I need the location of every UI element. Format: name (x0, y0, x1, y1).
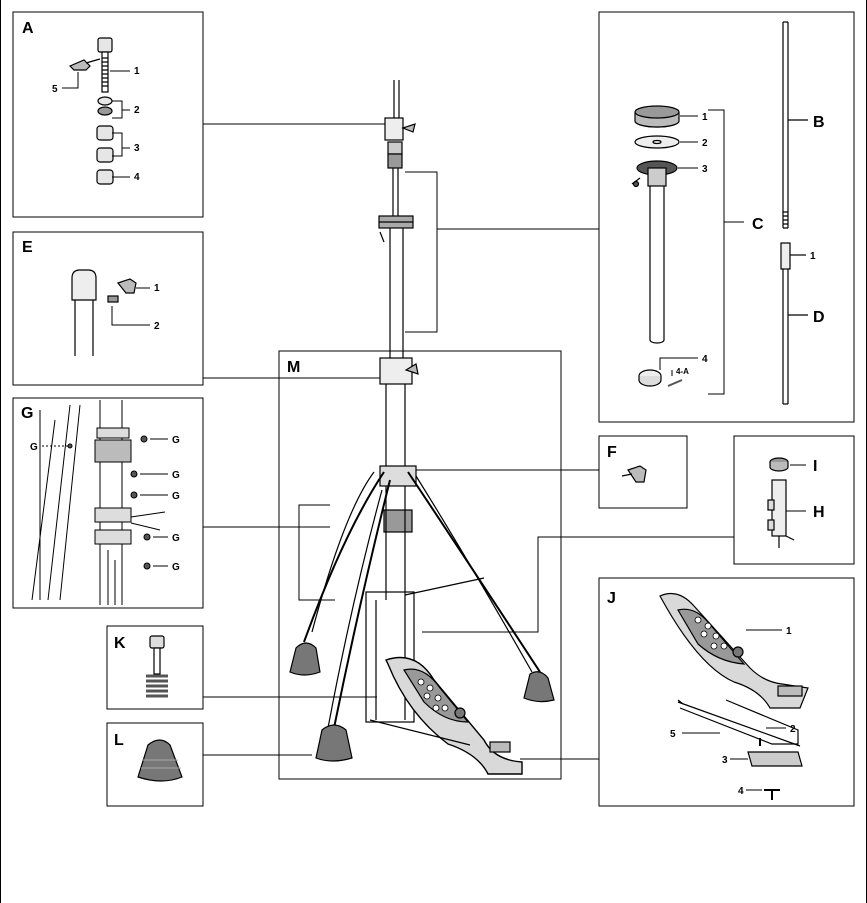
panel-k-spring (146, 635, 168, 698)
label-g-sub: G (172, 562, 180, 573)
part-e-1: 1 (154, 283, 160, 294)
label-h: H (813, 504, 825, 521)
part-d-1: 1 (810, 251, 816, 262)
part-e-2: 2 (154, 321, 160, 332)
panel-m-box (278, 350, 562, 780)
label-d: D (813, 309, 825, 326)
panel-hi-box (733, 435, 855, 565)
main-rubber-feet (289, 642, 555, 762)
label-e: E (22, 239, 33, 256)
clutch-knurled-nut-top (97, 37, 113, 53)
label-g-sub: G (172, 533, 180, 544)
main-stand (303, 80, 541, 775)
label-c: C (752, 216, 764, 233)
panel-a-box (12, 11, 204, 218)
part-c-4: 4 (702, 354, 708, 365)
label-a: A (22, 20, 34, 37)
rod-d (780, 242, 808, 405)
part-j-5: 5 (670, 729, 676, 740)
label-j: J (607, 590, 616, 607)
part-j-1: 1 (786, 626, 792, 637)
panel-g-box (12, 397, 204, 609)
label-m: M (287, 359, 300, 376)
label-g-sub: G (30, 442, 38, 453)
clutch-bolt (101, 51, 109, 93)
part-a-3: 3 (134, 143, 140, 154)
part-a-1: 1 (134, 66, 140, 77)
label-g-sub: G (172, 491, 180, 502)
label-g: G (21, 405, 33, 422)
part-j-2: 2 (790, 724, 796, 735)
part-c-3: 3 (702, 164, 708, 175)
panel-e-parts (71, 269, 137, 356)
part-c-1: 1 (702, 112, 708, 123)
label-i: I (813, 458, 817, 475)
panel-bcd-box (598, 11, 855, 423)
panel-e-box (12, 231, 204, 386)
rod-b (782, 21, 808, 229)
panel-f-box (598, 435, 688, 509)
part-j-4: 4 (738, 786, 744, 797)
set-screw-e2 (107, 295, 119, 303)
panel-l-box (106, 722, 204, 807)
label-k: K (114, 635, 126, 652)
panel-a-clutch-parts (68, 37, 114, 185)
wing-screw-e1 (116, 278, 137, 294)
wing-screw-5 (68, 58, 101, 71)
panel-j-box (598, 577, 855, 807)
part-c-4a: 4-A (676, 367, 689, 376)
panel-j-pedal-parts (659, 593, 809, 800)
panel-hi-parts (767, 457, 795, 548)
panel-c-parts (631, 105, 683, 387)
panel-k-box (106, 625, 204, 710)
part-c-2: 2 (702, 138, 708, 149)
part-a-5: 5 (52, 84, 58, 95)
label-f: F (607, 444, 617, 461)
part-a-4: 4 (134, 172, 140, 183)
label-g-sub: G (172, 435, 180, 446)
label-l: L (114, 732, 124, 749)
part-a-2: 2 (134, 105, 140, 116)
panel-f-wing-screw (621, 465, 647, 483)
panel-g-closeup (31, 400, 166, 605)
label-b: B (813, 114, 825, 131)
label-g-sub: G (172, 470, 180, 481)
part-j-3: 3 (722, 755, 728, 766)
